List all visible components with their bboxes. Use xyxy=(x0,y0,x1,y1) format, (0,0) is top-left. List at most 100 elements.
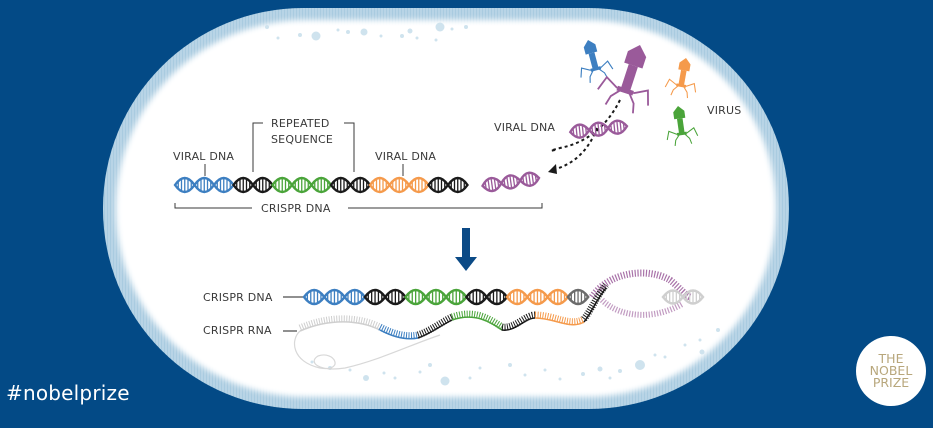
bubble xyxy=(276,36,280,40)
dna-segment-black xyxy=(232,176,255,194)
bubble xyxy=(440,376,450,386)
bubble xyxy=(310,360,314,364)
viral-dna-fragment-inserting xyxy=(481,171,541,193)
virus-orange-icon xyxy=(664,58,697,99)
dna-segment-black xyxy=(349,176,372,194)
rna-segment-black xyxy=(417,319,453,339)
down-arrow-icon xyxy=(455,228,477,271)
bracket-repeated-left xyxy=(252,122,263,172)
bubble xyxy=(348,368,352,372)
badge-line-1: THE xyxy=(878,351,904,366)
virus-green-icon xyxy=(666,106,699,147)
bubble xyxy=(716,328,720,332)
dna-segment-black xyxy=(251,176,274,194)
injection-arrowhead xyxy=(548,164,557,174)
bubble xyxy=(597,366,603,372)
dna-segment-blue xyxy=(302,288,326,306)
bubble xyxy=(683,343,687,347)
dna-segment-black xyxy=(363,288,387,306)
dna-segment-green xyxy=(271,176,294,194)
dna-segment-blue xyxy=(193,176,216,194)
hashtag-nobelprize[interactable]: #nobelprize xyxy=(6,381,130,405)
bubble xyxy=(346,30,350,34)
rna-bases-lightgrey xyxy=(298,315,382,332)
rna-bases-black xyxy=(416,313,454,339)
bubble xyxy=(407,28,413,34)
bubble xyxy=(450,27,454,31)
bubble xyxy=(311,31,321,41)
bubble xyxy=(468,376,472,380)
bubble xyxy=(265,25,269,29)
bubble xyxy=(428,363,432,367)
bubble xyxy=(581,372,585,376)
dna-segment-black xyxy=(464,288,489,306)
dna-segment-black xyxy=(446,176,469,194)
virus-purple-icon xyxy=(597,45,649,114)
bubble xyxy=(415,36,419,40)
label-repeated-sequence-1: REPEATED xyxy=(271,117,330,130)
viruses xyxy=(580,40,699,147)
bubble xyxy=(418,370,422,374)
badge-line-3: PRIZE xyxy=(872,375,910,390)
dna-segment-orange xyxy=(388,176,411,194)
label-crispr-dna-bracket: CRISPR DNA xyxy=(261,202,331,215)
bubble xyxy=(635,360,645,370)
rna-bases-black xyxy=(581,282,609,322)
dna-segment-black xyxy=(485,288,509,306)
bubble xyxy=(478,366,482,370)
dna-segment-orange xyxy=(407,176,430,194)
bubble xyxy=(698,338,702,342)
injection-path xyxy=(550,99,621,152)
bubble xyxy=(508,363,512,367)
bubble xyxy=(653,353,657,357)
bubble xyxy=(393,376,397,380)
dna-segment-blue xyxy=(173,176,196,194)
bubble xyxy=(336,28,340,32)
nobel-prize-logo[interactable]: THE NOBEL PRIZE xyxy=(856,336,926,406)
cytoplasm-bubbles xyxy=(265,22,720,386)
crispr-rna-tail xyxy=(293,330,441,370)
dna-segment-lightgrey xyxy=(661,289,685,305)
bracket-crispr-dna-left xyxy=(174,203,252,209)
dna-segment-green xyxy=(444,288,468,306)
dna-segment-blue xyxy=(212,176,235,194)
bubble xyxy=(464,25,468,29)
dna-open-bubble-bottom xyxy=(599,297,684,318)
bubble xyxy=(363,375,369,381)
virus-blue-icon xyxy=(580,40,614,83)
label-repeated-sequence-2: SEQUENCE xyxy=(271,133,333,146)
dna-segment-green xyxy=(424,288,448,306)
bubble xyxy=(618,369,622,373)
dna-segment-purple xyxy=(518,171,541,187)
bubble xyxy=(382,371,386,375)
viral-dna-fragment-incoming xyxy=(568,119,629,139)
bubble xyxy=(360,28,368,36)
bubble xyxy=(434,38,438,42)
dna-segment-grey xyxy=(566,288,590,306)
bracket-repeated-right xyxy=(344,122,355,172)
dna-segment-black xyxy=(329,176,352,194)
dna-segment-green xyxy=(290,176,313,194)
dna-segment-green xyxy=(310,176,333,194)
crispr-rna-strand xyxy=(298,282,609,340)
bubble xyxy=(379,34,383,38)
dna-segment-purple xyxy=(606,119,629,135)
dna-segment-orange xyxy=(505,288,529,306)
rna-bases-black xyxy=(501,311,536,331)
dna-segment-lightgrey xyxy=(681,289,705,305)
bubble xyxy=(543,368,547,372)
dna-segment-black xyxy=(383,288,407,306)
dna-segment-green xyxy=(404,288,428,306)
bracket-crispr-dna-right xyxy=(348,203,543,209)
label-crispr-rna: CRISPR RNA xyxy=(203,324,272,337)
bubble xyxy=(523,373,527,377)
label-viral-dna-middle: VIRAL DNA xyxy=(375,150,436,163)
dna-segment-blue xyxy=(322,288,347,306)
injection-path-lower xyxy=(555,127,598,170)
bubble xyxy=(608,376,612,380)
crispr-array-bottom xyxy=(302,269,705,318)
dna-segment-blue xyxy=(343,288,367,306)
bubble xyxy=(400,34,404,38)
crispr-array-top xyxy=(173,176,469,194)
